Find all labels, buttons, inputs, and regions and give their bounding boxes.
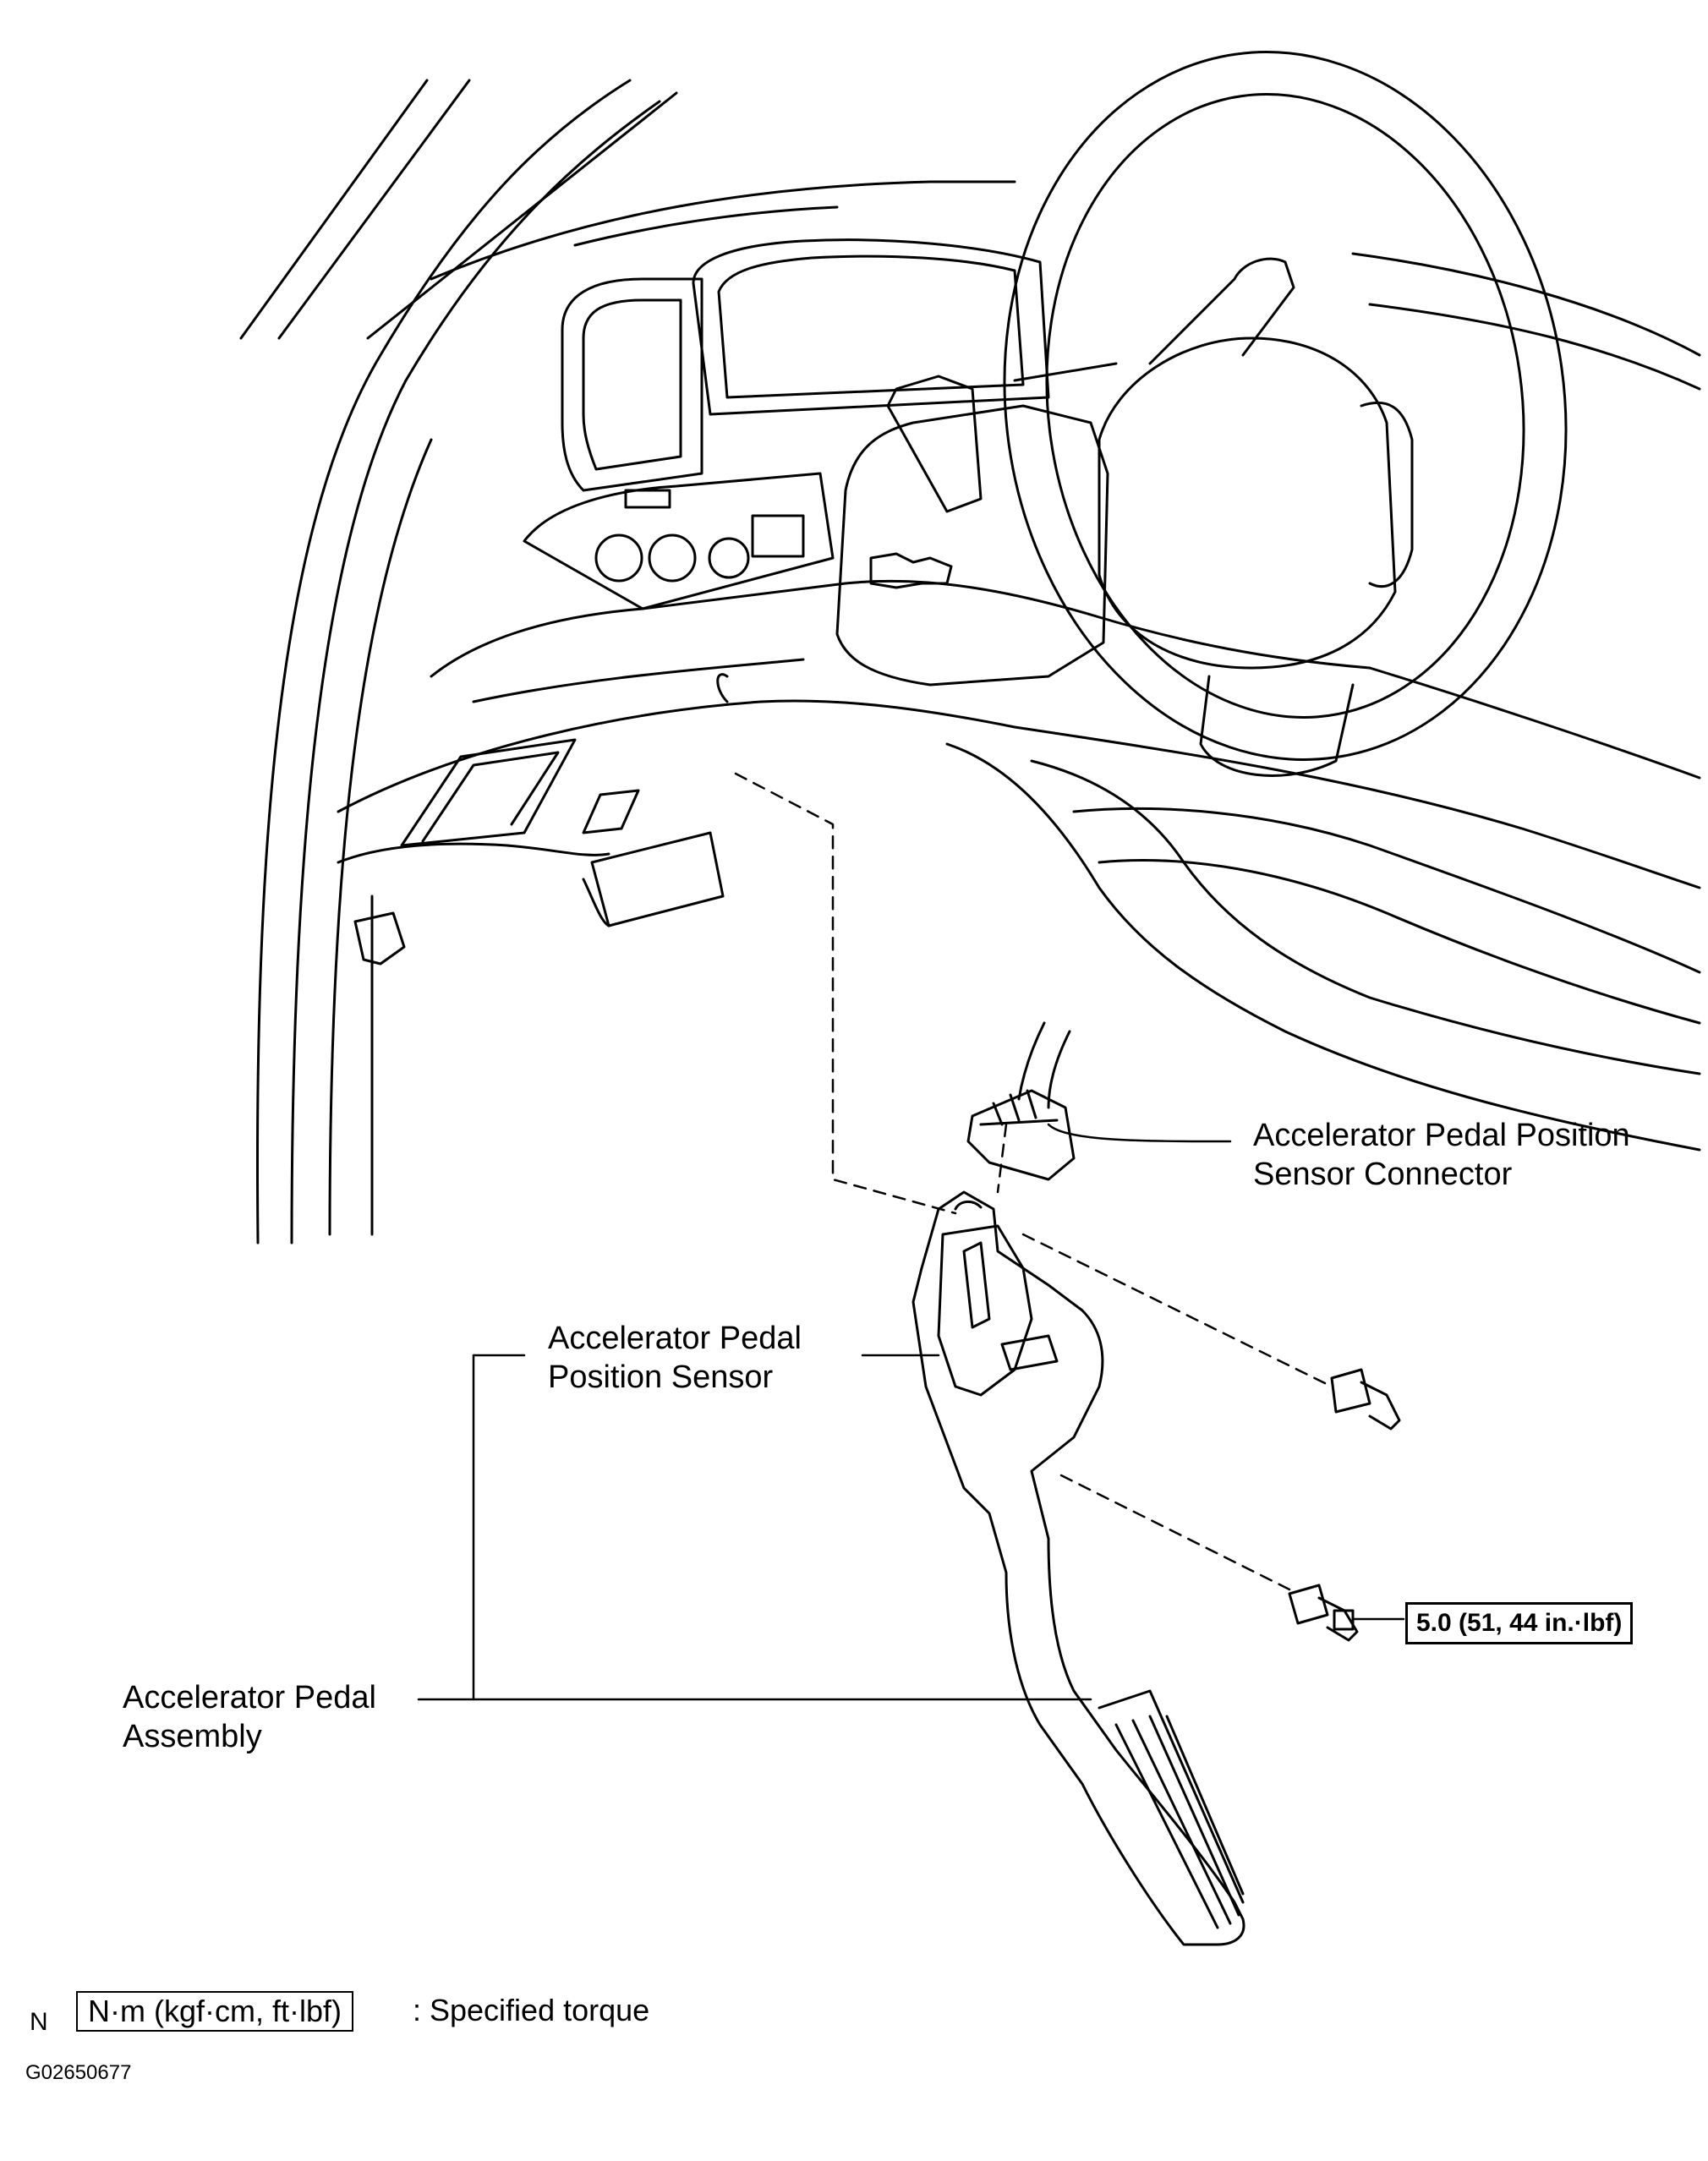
legend-description: : Specified torque (413, 1993, 650, 2027)
assembly-label-line-2: Assembly (123, 1719, 262, 1754)
connector-label-line-2: Sensor Connector (1253, 1157, 1513, 1192)
dashed-lines (734, 772, 1333, 1591)
bolts (1288, 1368, 1401, 1642)
legend-prefix: N (30, 2008, 48, 2036)
a-pillar (239, 79, 678, 1245)
assembly-label-line-1: Accelerator Pedal (123, 1680, 376, 1715)
torque-spec-box: 5.0 (51, 44 in.·lbf) (1405, 1602, 1634, 1644)
sensor-connector-drawing (966, 1021, 1076, 1181)
floor-pedals (353, 831, 725, 966)
sensor-label-line-1: Accelerator Pedal (548, 1321, 802, 1356)
figure-id: G02650677 (25, 2061, 132, 2084)
sensor-label: Accelerator Pedal Position Sensor (548, 1319, 802, 1397)
pedal-assembly-drawing (911, 1190, 1245, 1946)
leader-lines (417, 1123, 1405, 1701)
connector-label: Accelerator Pedal Position Sensor Connec… (1253, 1116, 1630, 1194)
legend-unit-box: N·m (kgf·cm, ft·lbf) (76, 1991, 353, 2032)
steering-wheel (1003, 51, 1568, 777)
dashboard (337, 180, 1701, 1152)
sensor-label-line-2: Position Sensor (548, 1360, 774, 1395)
assembly-label: Accelerator Pedal Assembly (123, 1678, 376, 1756)
connector-label-line-1: Accelerator Pedal Position (1253, 1118, 1630, 1153)
